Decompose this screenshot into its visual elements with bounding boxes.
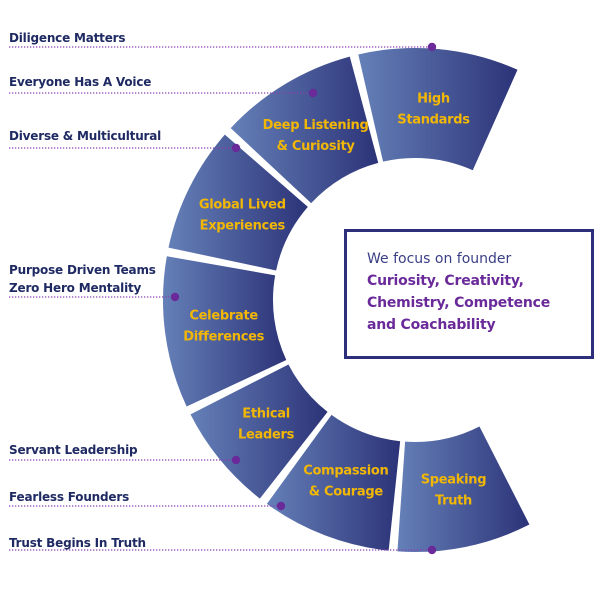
connector-dot	[170, 292, 180, 302]
connector-diligence-matters	[9, 42, 437, 52]
connector-dot	[427, 545, 437, 555]
segment-label-line: High	[417, 91, 450, 106]
segment-shape	[358, 48, 518, 171]
segment-label-line: Deep Listening	[263, 118, 369, 133]
segment-label-line: Compassion	[303, 464, 388, 479]
segment-label-line: Differences	[183, 330, 264, 345]
segment-deep-listening: Deep Listening & Curiosity	[230, 56, 379, 204]
side-label-diverse-multicultural: Diverse & Multicultural	[9, 129, 162, 143]
segment-shape	[266, 414, 401, 551]
connector-trust-begins-in-truth	[9, 545, 437, 555]
segment-label-line: Speaking	[421, 473, 487, 488]
focus-statement-box: We focus on founder Curiosity, Creativit…	[344, 229, 594, 359]
segment-label-line: Truth	[435, 494, 472, 509]
side-label-trust-begins-in-truth: Trust Begins In Truth	[9, 536, 146, 550]
segment-compassion-courage: Compassion & Courage	[266, 414, 401, 551]
side-label-diligence-matters: Diligence Matters	[9, 31, 126, 45]
connector-dot	[308, 88, 318, 98]
segment-label-line: Celebrate	[189, 309, 258, 324]
side-label-fearless-founders: Fearless Founders	[9, 490, 130, 504]
side-label-everyone-has-a-voice: Everyone Has A Voice	[9, 75, 152, 89]
segment-label-line: Leaders	[238, 427, 295, 442]
side-label-servant-leadership: Servant Leadership	[9, 443, 138, 457]
segment-label-line: Standards	[397, 112, 470, 127]
segment-label-line: Global Lived	[199, 197, 286, 212]
segment-shape	[397, 426, 530, 553]
segment-shape	[168, 134, 308, 271]
segment-shape	[230, 56, 379, 204]
segment-label-line: Ethical	[242, 406, 290, 421]
connector-dot	[427, 42, 437, 52]
connector-dot	[231, 143, 241, 153]
focus-intro-text: We focus on founder	[367, 251, 512, 267]
segment-label-line: & Courage	[309, 485, 384, 500]
focus-qualities-line-3: and Coachability	[367, 317, 496, 333]
segment-shape	[190, 364, 328, 499]
focus-qualities-line-2: Chemistry, Competence	[367, 295, 551, 311]
segment-label-line: & Curiosity	[277, 139, 356, 154]
focus-qualities-line-1: Curiosity, Creativity,	[367, 273, 524, 289]
connector-diverse-multicultural	[9, 143, 241, 153]
connector-purpose-driven-teams	[9, 292, 180, 302]
segment-label-line: Experiences	[200, 218, 286, 233]
side-label-purpose-driven-teams: Purpose Driven Teams	[9, 263, 156, 277]
connector-dot	[276, 501, 286, 511]
side-label-zero-hero-mentality: Zero Hero Mentality	[9, 281, 142, 295]
connector-servant-leadership	[9, 455, 241, 465]
connector-fearless-founders	[9, 501, 286, 511]
connector-dot	[231, 455, 241, 465]
connector-everyone-has-a-voice	[9, 88, 318, 98]
segment-shape	[163, 256, 287, 407]
